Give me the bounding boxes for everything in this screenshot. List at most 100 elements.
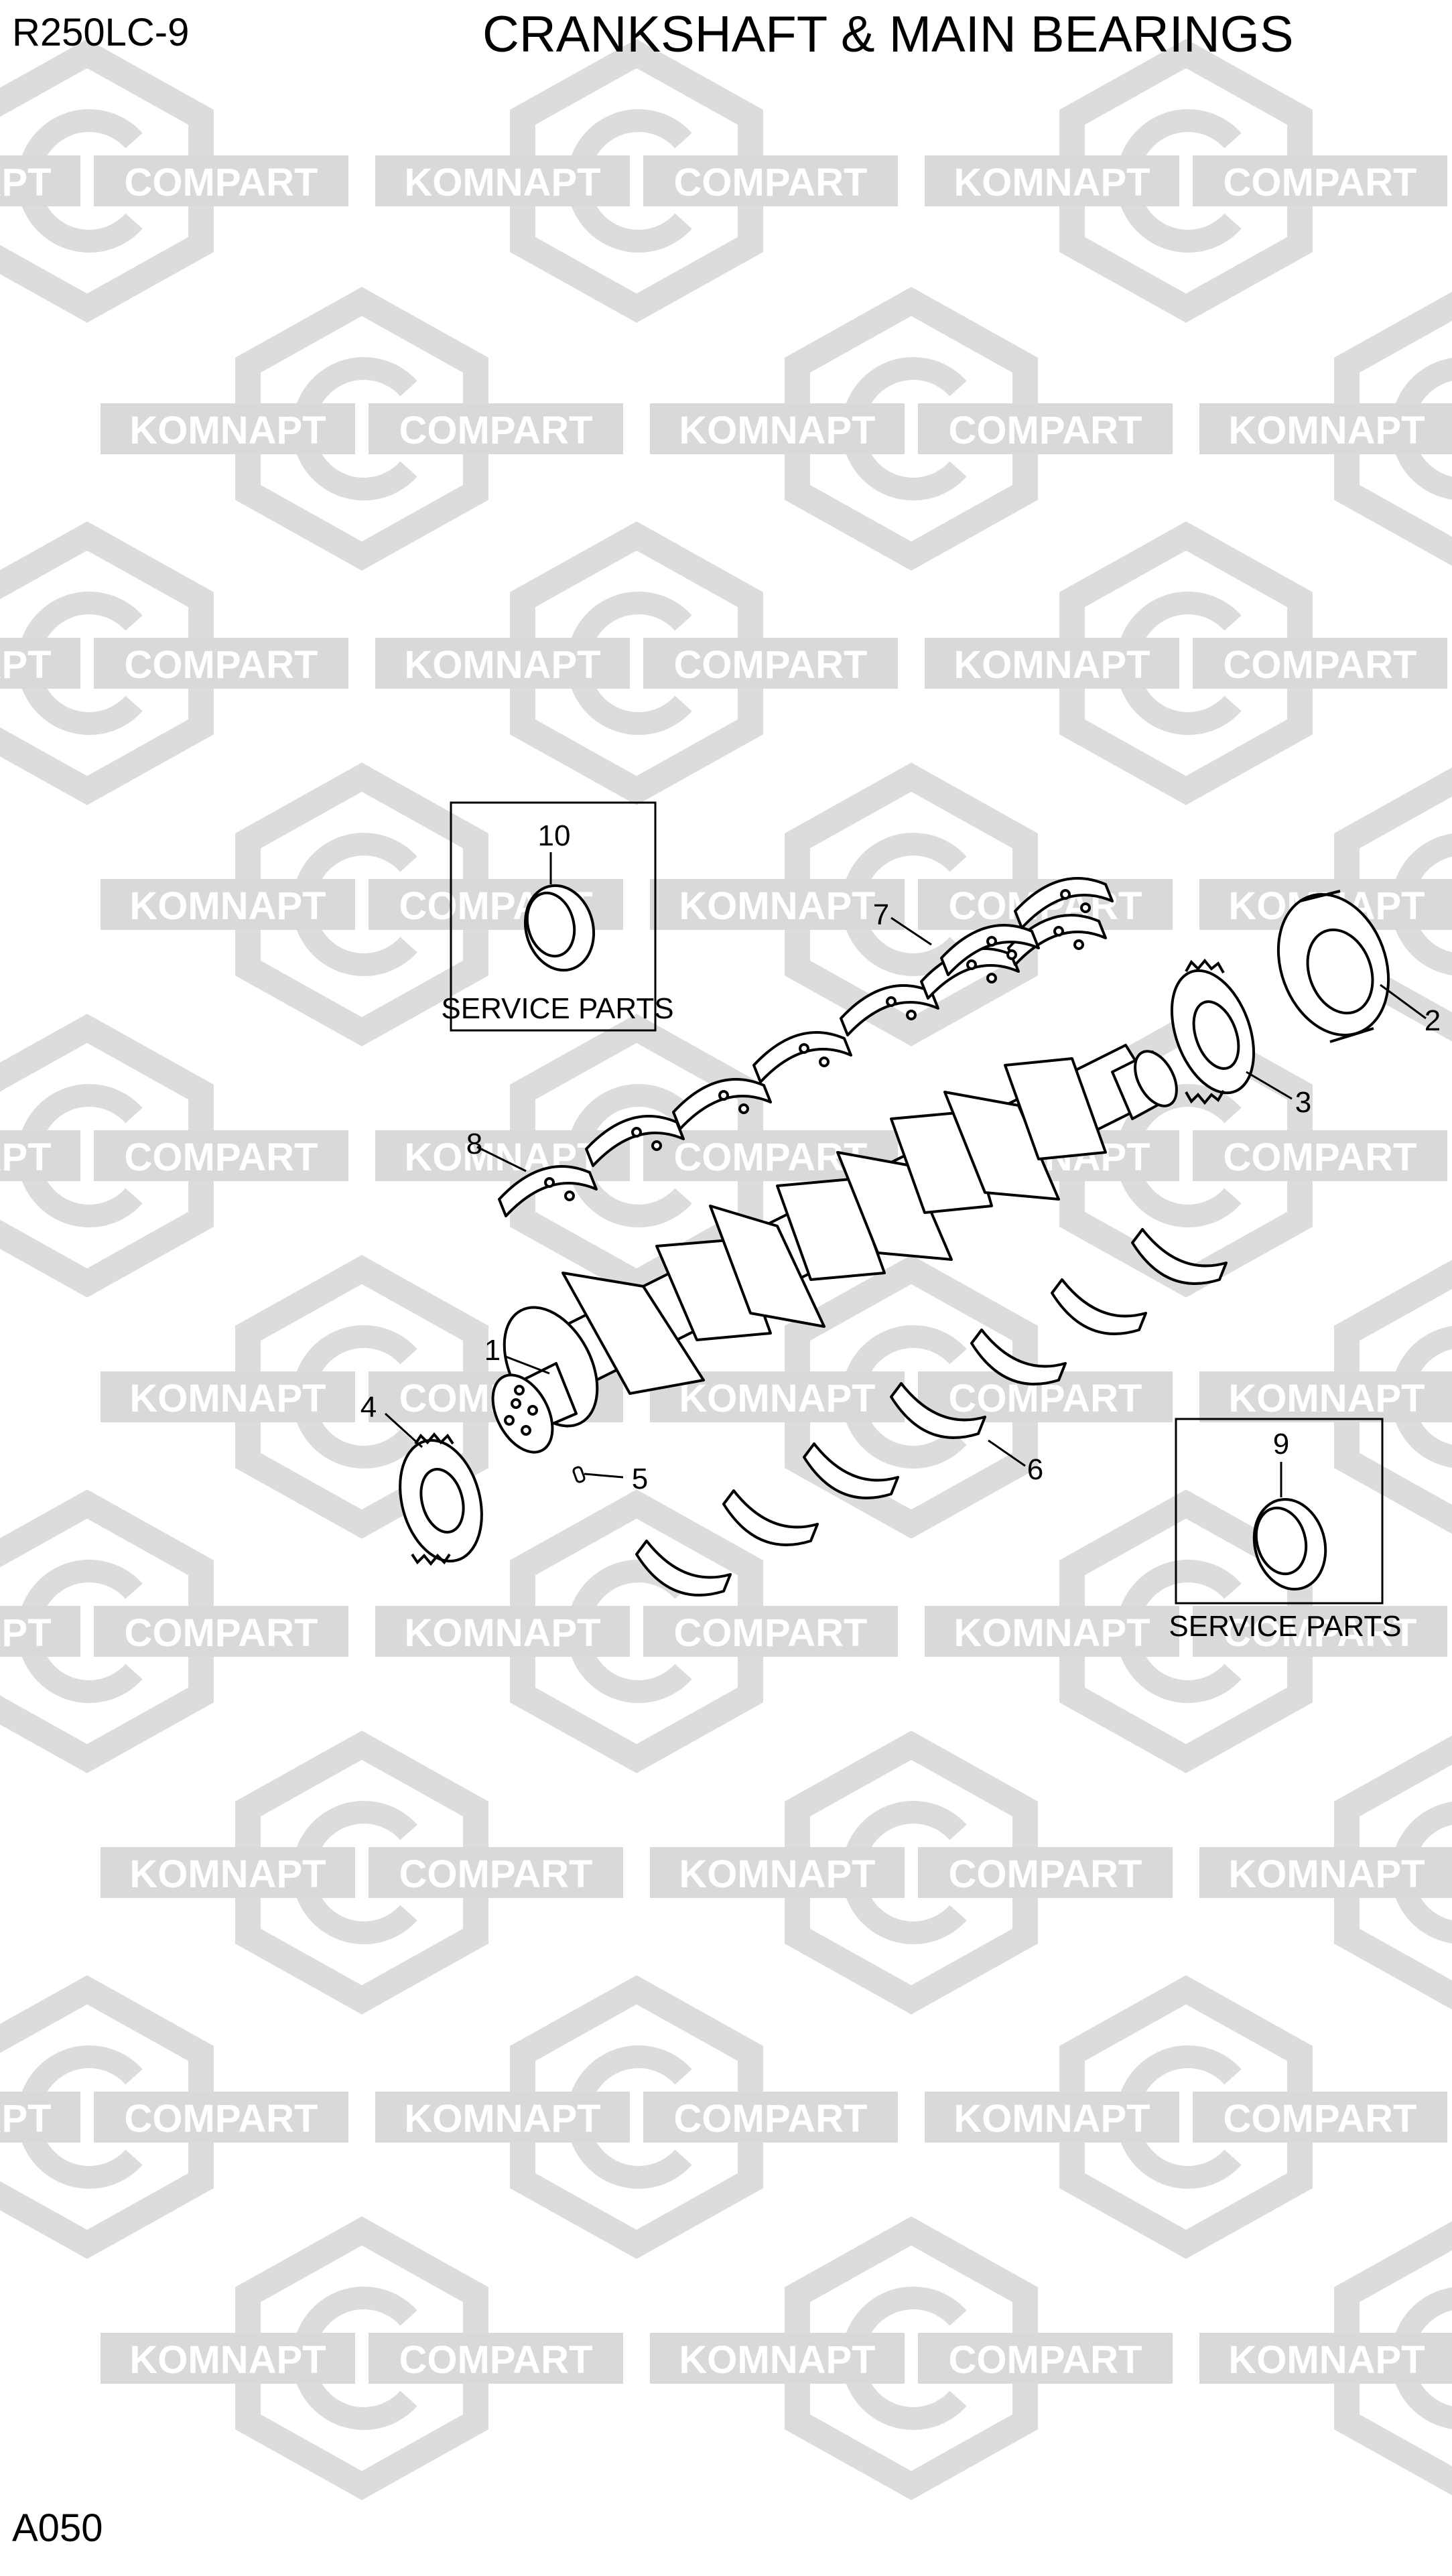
watermark-text: KOMNAPT <box>404 643 600 687</box>
watermark-band <box>101 403 355 454</box>
rear-seal <box>1276 890 1390 1043</box>
dowel-pin <box>572 1466 586 1483</box>
upper-shell <box>672 1078 772 1130</box>
watermark-emblem: KOMNAPT COMPART <box>375 1504 898 1759</box>
watermark-text: KOMNAPT <box>679 409 875 452</box>
watermark-text: KOMNAPT <box>953 1611 1150 1655</box>
callout-7: 7 <box>873 898 889 931</box>
upper-shell <box>498 1165 598 1217</box>
watermark-text: COMPART <box>125 161 318 204</box>
callout-1: 1 <box>484 1334 501 1367</box>
upper-shell <box>1007 914 1107 966</box>
watermark-text: KOMNAPT <box>1228 1852 1425 1896</box>
lower-shell <box>803 1442 899 1499</box>
watermark-band <box>94 638 348 689</box>
watermark-text: KOMNAPT <box>129 409 326 452</box>
watermark-band <box>1193 1606 1447 1657</box>
watermark-text: COMPART <box>125 2097 318 2141</box>
watermark-text: KOMNAPT <box>404 1611 600 1655</box>
watermark-text: COMPART <box>1224 1136 1417 1179</box>
watermark-text: COMPART <box>949 1852 1142 1896</box>
watermark-band <box>918 1847 1173 1898</box>
watermark-band <box>1199 2333 1452 2384</box>
sheet-title: CRANKSHAFT & MAIN BEARINGS <box>482 6 1294 63</box>
watermark-band <box>375 155 630 206</box>
watermark-band <box>101 1371 355 1422</box>
upper-shell <box>940 924 1040 976</box>
watermark-band <box>0 2092 80 2143</box>
watermark-band <box>1199 403 1452 454</box>
watermark-text: KOMNAPT <box>404 161 600 204</box>
upper-shell <box>1014 877 1114 929</box>
lower-shell <box>1051 1278 1147 1335</box>
watermark-band <box>94 1130 348 1181</box>
watermark-band <box>101 879 355 930</box>
watermark-band <box>375 638 630 689</box>
watermark-band <box>0 1606 80 1657</box>
watermark-text: KOMNAPT <box>1228 2338 1425 2382</box>
watermark-band <box>101 2333 355 2384</box>
watermark-text: COMPART <box>674 1136 868 1179</box>
lower-shell <box>1131 1228 1228 1285</box>
watermark-band <box>1199 1847 1452 1898</box>
watermark-text: KOMNAPT <box>1228 1377 1425 1420</box>
watermark-band <box>650 879 905 930</box>
watermark-text: COMPART <box>1224 2097 1417 2141</box>
watermark-text: KOMNAPT <box>0 2097 52 2141</box>
watermark-text: KOMNAPT <box>0 161 52 204</box>
service-box-9-label: SERVICE PARTS <box>1169 1610 1401 1643</box>
watermark-band <box>375 1606 630 1657</box>
page-code: A050 <box>12 2506 103 2550</box>
lower-shell <box>722 1489 819 1546</box>
watermark-band <box>1193 2092 1447 2143</box>
front-gear <box>399 1432 483 1566</box>
watermark-band <box>369 2333 623 2384</box>
watermark-text: COMPART <box>399 409 593 452</box>
watermark-text: KOMNAPT <box>953 2097 1150 2141</box>
upper-shell <box>585 1115 685 1167</box>
upper-shell <box>840 984 939 1036</box>
watermark-text: KOMNAPT <box>679 1377 875 1420</box>
watermark-band <box>650 1847 905 1898</box>
watermark-text: COMPART <box>674 1611 868 1655</box>
watermark-band <box>0 638 80 689</box>
upper-shell <box>752 1031 852 1083</box>
watermark-emblem: KOMNAPT COMPART <box>925 1990 1447 2244</box>
leader-lines <box>384 917 1427 1479</box>
watermark-text: KOMNAPT <box>679 2338 875 2382</box>
watermark-band <box>1193 155 1447 206</box>
watermark-band <box>369 403 623 454</box>
watermark-text: KOMNAPT <box>129 1852 326 1896</box>
watermark-text: KOMNAPT <box>0 1136 52 1179</box>
callout-4: 4 <box>360 1391 377 1424</box>
callout-6: 6 <box>1027 1453 1043 1486</box>
watermark-emblem: KOMNAPT COMPART <box>0 1990 348 2244</box>
watermark-band <box>94 2092 348 2143</box>
watermark-text: KOMNAPT <box>129 1377 326 1420</box>
watermark-band <box>643 1606 898 1657</box>
watermark-layer: KOMNAPT COMPART KOMNAPT COMPART KOMNAPT COMPA… <box>0 54 1452 2486</box>
watermark-text: KOMNAPT <box>953 161 1150 204</box>
watermark-text: COMPART <box>674 161 868 204</box>
watermark-text: KOMNAPT <box>0 1611 52 1655</box>
watermark-band <box>0 1130 80 1181</box>
lower-shell <box>890 1382 986 1439</box>
watermark-band <box>925 1606 1179 1657</box>
watermark-band <box>1193 1130 1447 1181</box>
watermark-band <box>650 403 905 454</box>
watermark-text: COMPART <box>674 2097 868 2141</box>
